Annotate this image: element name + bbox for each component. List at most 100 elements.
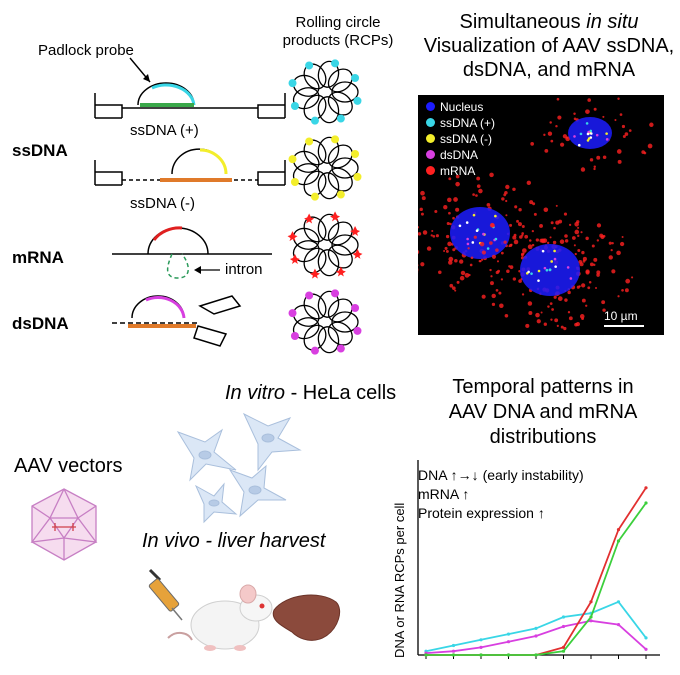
ssdna-minus-label: ssDNA (-) <box>130 195 195 212</box>
chart-annotations: DNA ↑→↓ (early instability) mRNA ↑ Prote… <box>418 466 584 523</box>
data-point <box>644 501 648 505</box>
data-point <box>479 638 483 642</box>
rcp-signal <box>290 177 299 186</box>
aav-capsid-icon <box>30 488 98 561</box>
data-point <box>561 615 566 619</box>
intron-label: intron <box>225 261 263 278</box>
rcp-signal <box>350 226 361 237</box>
ssdna-plus-probe <box>137 82 196 107</box>
chart-annotation: mRNA ↑ <box>418 486 470 502</box>
rcp-signal <box>331 289 340 298</box>
rcp-signal <box>336 114 345 123</box>
data-point <box>589 600 593 604</box>
rcp-signal <box>290 101 299 110</box>
rcp-signal <box>310 116 319 125</box>
data-point <box>616 600 621 604</box>
data-point <box>506 640 511 644</box>
rcp-signal <box>287 231 298 242</box>
rcp-signal <box>288 155 297 164</box>
row-label-dsdna: dsDNA <box>12 314 69 333</box>
rcp-signal <box>351 304 360 313</box>
panel-title-line3: dsDNA, and mRNA <box>462 59 636 81</box>
legend-item: ssDNA (+) <box>426 115 495 131</box>
temporal-title: Temporal patterns in AAV DNA and mRNA di… <box>408 375 678 450</box>
panel-title-pre: Simultaneous <box>459 11 587 33</box>
rcp-signal <box>288 79 297 88</box>
ssdna-plus-label: ssDNA (+) <box>130 122 199 139</box>
panel-title-line1: Simultaneous in situ <box>418 10 680 34</box>
dsdna-schematic <box>112 295 242 347</box>
micrograph: Nucleus ssDNA (+) ssDNA (-) dsDNA mRNA 1… <box>418 95 664 335</box>
rcp-title: Rolling circle products (RCPs) <box>282 14 394 50</box>
data-point <box>616 528 621 532</box>
liver-icon <box>272 594 341 641</box>
legend-item: dsDNA <box>426 147 495 163</box>
rcp-signal <box>290 331 299 340</box>
micrograph-legend: Nucleus ssDNA (+) ssDNA (-) dsDNA mRNA <box>426 99 495 179</box>
data-point <box>534 653 538 657</box>
data-point <box>644 647 648 651</box>
series-line <box>426 502 647 656</box>
ssdna-minus-probe <box>160 148 232 182</box>
cell <box>418 172 569 292</box>
invitro-label: In vitro - HeLa cells <box>225 382 396 405</box>
rcp-signal <box>336 190 345 199</box>
data-point <box>506 632 511 636</box>
nucleus <box>450 207 510 259</box>
rcp-title-line2: products (RCPs) <box>282 32 394 49</box>
scale-bar <box>604 325 644 327</box>
legend-item: ssDNA (-) <box>426 131 495 147</box>
rcp-title-line1: Rolling circle <box>295 14 381 31</box>
rcp-tangle <box>287 211 363 279</box>
rcp-signal <box>336 344 345 353</box>
data-point <box>561 649 566 653</box>
data-point <box>534 634 538 638</box>
data-point <box>616 623 621 627</box>
panel-title: Simultaneous in situ Visualization of AA… <box>418 10 680 82</box>
rcp-signal <box>305 61 314 70</box>
row-label-mrna: mRNA <box>12 248 64 267</box>
rcp-signal <box>353 172 362 181</box>
invivo-label: In vivo - liver harvest <box>142 530 326 552</box>
legend-item: Nucleus <box>426 99 495 115</box>
invitro-em: In vitro <box>225 382 286 404</box>
data-point <box>589 619 593 623</box>
ssdna-minus-genome <box>94 160 286 186</box>
rcp-signal <box>351 74 360 83</box>
rcp-signal <box>352 248 363 259</box>
rcp-tangle <box>288 135 362 201</box>
data-point <box>616 539 621 543</box>
padlock-probe-label: Padlock probe <box>38 42 134 59</box>
scale-bar-label: 10 µm <box>604 309 638 323</box>
rcp-signal <box>304 213 315 224</box>
cell <box>530 97 654 172</box>
data-point <box>534 626 538 631</box>
rcp-signal <box>305 291 314 300</box>
temporal-title-line2: AAV DNA and mRNA <box>448 401 638 423</box>
syringe-icon <box>148 568 183 621</box>
temporal-title-line3: distributions <box>489 426 597 448</box>
rcp-signal <box>331 59 340 68</box>
data-point <box>479 653 483 657</box>
rcp-signal <box>289 253 300 264</box>
aav-vectors-label: AAV vectors <box>14 455 123 477</box>
data-point <box>561 645 566 650</box>
data-point <box>589 615 593 619</box>
rcp-signal <box>330 211 341 222</box>
panel-title-line2: Visualization of AAV ssDNA, <box>423 35 675 57</box>
rcp-signal <box>351 150 360 159</box>
rcp-tangle <box>288 59 362 125</box>
rcp-signal <box>353 96 362 105</box>
chart-annotation: Protein expression ↑ <box>418 505 545 521</box>
data-point <box>644 486 648 490</box>
legend-item: mRNA <box>426 163 495 179</box>
data-point <box>479 645 483 650</box>
rcp-signal <box>331 135 340 144</box>
data-point <box>506 653 511 657</box>
data-point <box>644 636 648 640</box>
